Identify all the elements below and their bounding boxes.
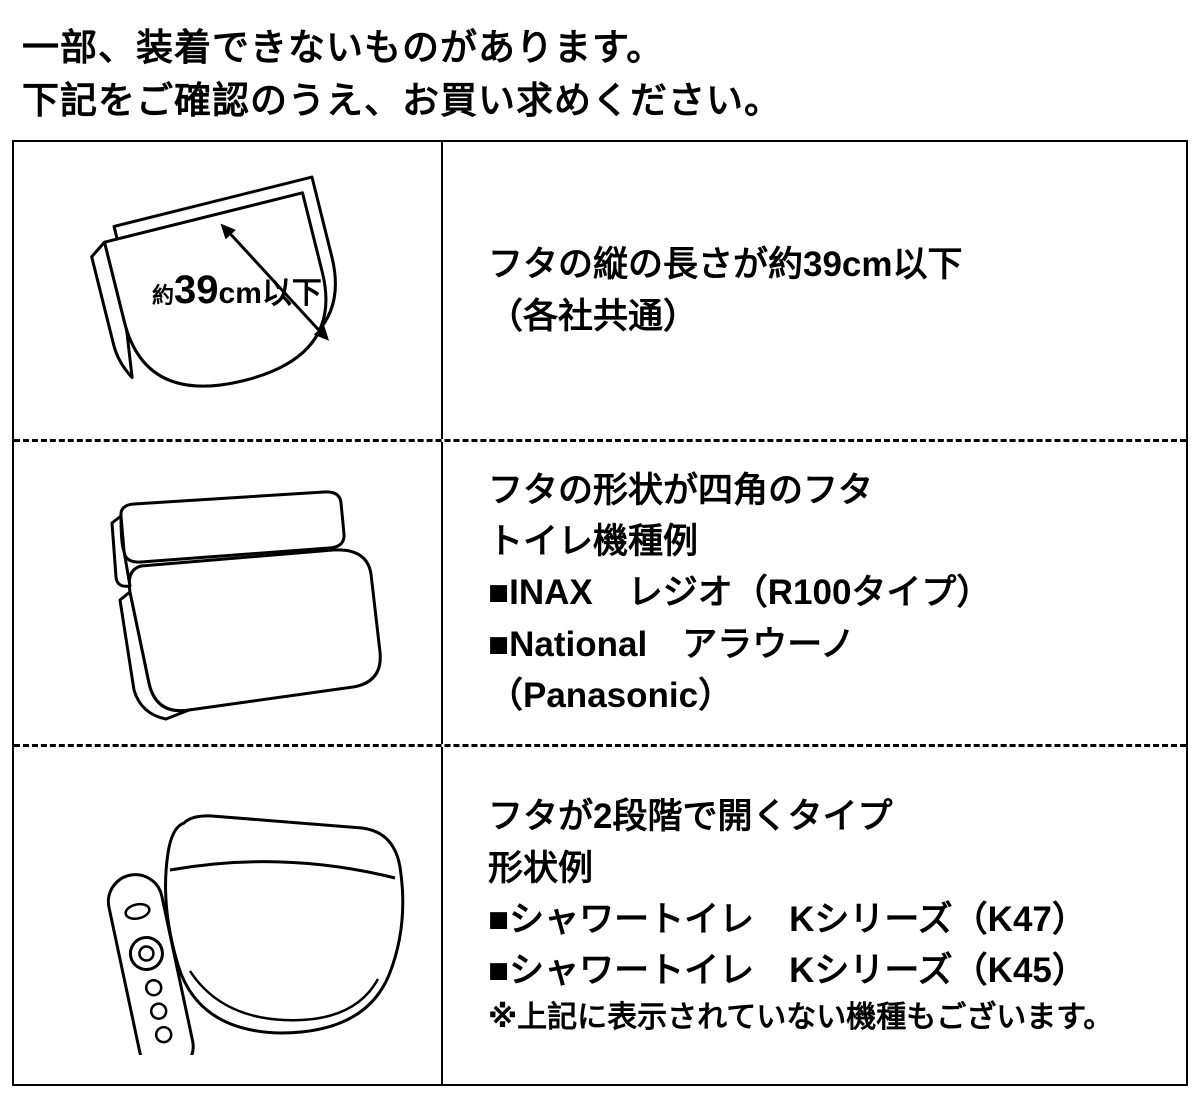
table-row-square-lid: フタの形状が四角のフタ トイレ機種例 ■INAX レジオ（R100タイプ） ■N… — [14, 439, 1186, 744]
panel-large-button-inner — [138, 945, 155, 962]
description-line: ■INAX レジオ（R100タイプ） — [488, 573, 992, 613]
description-cell: フタの縦の長さが約39cm以下 （各社共通） — [443, 142, 1186, 439]
length-arrow — [220, 223, 330, 341]
square-lid-illustration — [39, 458, 429, 730]
two-stage-lid-illustration — [32, 775, 432, 1055]
arrowhead-bottom — [313, 325, 330, 341]
description-text: フタの形状が四角のフタ トイレ機種例 ■INAX レジオ（R100タイプ） ■N… — [488, 465, 991, 720]
description-cell: フタの形状が四角のフタ トイレ機種例 ■INAX レジオ（R100タイプ） ■N… — [443, 442, 1186, 744]
description-line: ■シャワートイレ Kシリーズ（K45） — [488, 950, 1087, 990]
lid-bottom-line — [188, 970, 380, 1022]
description-line: フタが2段階で開くタイプ — [488, 797, 893, 837]
lid-seam-line — [169, 860, 396, 880]
description-line: トイレ機種例 — [488, 522, 699, 562]
description-cell: フタが2段階で開くタイプ 形状例 ■シャワートイレ Kシリーズ（K47） ■シャ… — [443, 747, 1186, 1084]
lid-front-outline — [103, 191, 328, 388]
two-stage-lid-drawing-svg — [106, 814, 405, 1055]
description-line: ■シャワートイレ Kシリーズ（K47） — [488, 899, 1087, 939]
description-line: フタの形状が四角のフタ — [488, 471, 874, 511]
control-panel — [106, 873, 195, 1055]
panel-small-button — [149, 1002, 168, 1020]
header-text: 一部、装着できないものがあります。 下記をご確認のうえ、お買い求めください。 — [22, 22, 782, 127]
description-line: 形状例 — [488, 848, 594, 888]
arrowhead-top — [220, 223, 236, 240]
square-lid-drawing-svg — [110, 490, 382, 721]
length-label-number: 39 — [174, 268, 219, 312]
lid-side-edge — [90, 240, 134, 380]
description-text: フタが2段階で開くタイプ 形状例 ■シャワートイレ Kシリーズ（K47） ■シャ… — [488, 791, 1113, 1039]
panel-small-button — [144, 978, 163, 997]
description-line: フタの縦の長さが約39cm以下 — [488, 245, 963, 285]
description-line: （Panasonic） — [488, 675, 734, 715]
tank-top-surface — [119, 490, 346, 564]
length-label-suffix: cm以下 — [218, 277, 322, 310]
header-line-2: 下記をご確認のうえ、お買い求めください。 — [22, 79, 782, 121]
lid-top-surface — [127, 548, 382, 713]
description-line: （各社共通） — [488, 296, 699, 336]
table-row-two-stage-lid: フタが2段階で開くタイプ 形状例 ■シャワートイレ Kシリーズ（K47） ■シャ… — [14, 744, 1186, 1084]
description-note-line: ※上記に表示されていない機種もございます。 — [488, 1000, 1114, 1034]
panel-small-button — [154, 1025, 173, 1044]
illustration-cell — [14, 747, 443, 1084]
length-label-prefix: 約 — [152, 283, 175, 308]
control-panel-body — [106, 873, 195, 1055]
lid-outline — [164, 814, 405, 1035]
lid-length-drawing-svg — [90, 175, 337, 388]
header-line-1: 一部、装着できないものがあります。 — [22, 27, 665, 68]
panel-slot — [124, 902, 151, 920]
description-line: ■National アラウーノ — [488, 624, 856, 664]
illustration-cell — [14, 442, 443, 744]
description-text: フタの縦の長さが約39cm以下 （各社共通） — [488, 239, 963, 341]
